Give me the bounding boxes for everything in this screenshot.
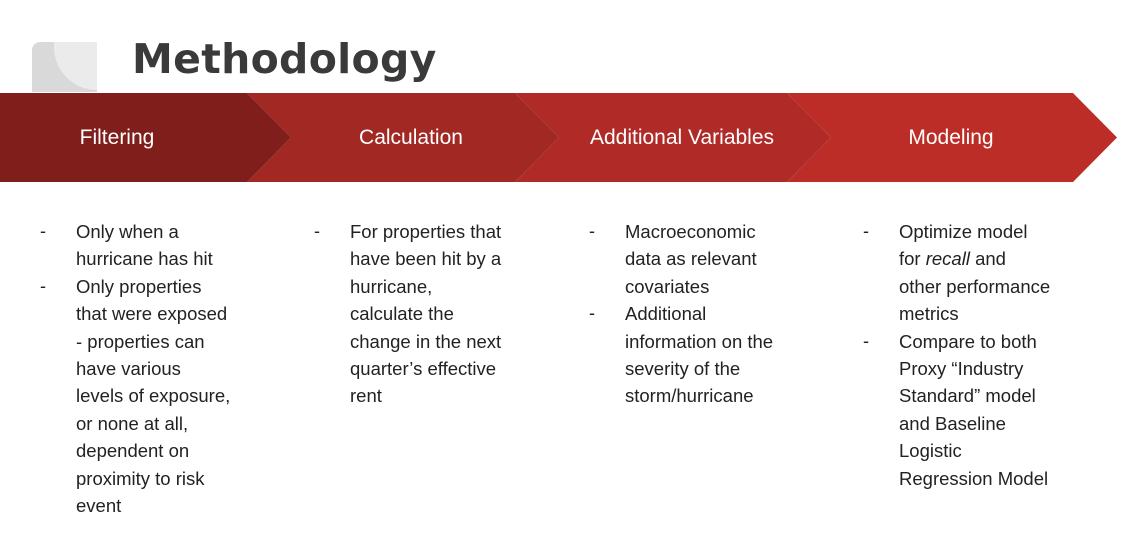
bullet-line: hurricane, bbox=[350, 275, 433, 297]
bullet-text: For properties that have been hit by a hur… bbox=[350, 218, 529, 410]
column-modeling: - Optimize model for recall and other perfo… bbox=[863, 218, 1078, 492]
bullet-line: Standard” model bbox=[899, 385, 1036, 407]
bullet-line: dependent on bbox=[76, 440, 190, 462]
arrow-step-1 bbox=[0, 93, 291, 182]
bullet-line: calculate the bbox=[350, 303, 454, 325]
bullet-line: storm/hurricane bbox=[625, 385, 754, 407]
bullet-line: change in the next bbox=[350, 330, 502, 352]
bullet-line: hurricane has hit bbox=[76, 248, 213, 270]
arrow-step-2 bbox=[247, 93, 559, 182]
bullet-line: Macroeconomic bbox=[625, 221, 756, 242]
bullet-line: have various bbox=[76, 358, 181, 380]
bullet-line: Additional bbox=[625, 303, 707, 325]
process-arrows bbox=[0, 93, 1117, 182]
step-label-additional-variables: Additional Variables bbox=[589, 126, 775, 149]
column-additional-variables: - Macroeconomic data as relevant covariates… bbox=[589, 218, 804, 410]
bullet-dash: - bbox=[863, 221, 869, 241]
bullet-line: Compare to both bbox=[899, 330, 1037, 352]
arrow-step-4 bbox=[787, 93, 1117, 182]
column-filtering: - Only when a hurricane has hit - Only prope… bbox=[40, 218, 255, 519]
bullet-line: rent bbox=[350, 385, 382, 407]
arrow-step-3 bbox=[515, 93, 831, 182]
bullet-text: Macroeconomic data as relevant covariates bbox=[625, 218, 804, 300]
bullet-line: quarter’s effective bbox=[350, 358, 497, 380]
bullet-line: severity of the bbox=[625, 358, 741, 380]
bullet-line: metrics bbox=[899, 303, 959, 325]
bullet-line: Only when a bbox=[76, 221, 179, 242]
bullet-line: levels of exposure, bbox=[76, 385, 231, 407]
bullet-line: Optimize model bbox=[899, 221, 1028, 242]
column-calculation: - For properties that have been hit by a hu… bbox=[314, 218, 529, 410]
bullet-line: Only properties bbox=[76, 275, 202, 297]
bullet-line: information on the bbox=[625, 330, 774, 352]
bullet-text: Additional information on the severity of … bbox=[625, 300, 804, 410]
bullet-line: and Baseline bbox=[899, 412, 1006, 434]
bullet-item: - For properties that have been hit by a hu… bbox=[314, 218, 529, 410]
bullet-text: Only properties that were exposed - proper… bbox=[76, 273, 255, 520]
bullet-item: - Optimize model for recall and other perfo… bbox=[863, 218, 1078, 328]
bullet-line: - properties can bbox=[76, 330, 205, 352]
bullet-dash: - bbox=[589, 221, 595, 241]
bullet-line: Regression Model bbox=[899, 467, 1049, 489]
bullet-line: covariates bbox=[625, 275, 710, 297]
bullet-dash: - bbox=[40, 221, 46, 241]
bullet-line: Proxy “Industry bbox=[899, 358, 1024, 380]
step-label-modeling: Modeling bbox=[908, 126, 994, 149]
bullet-line: For properties that bbox=[350, 221, 502, 242]
step-label-filtering: Filtering bbox=[79, 126, 155, 149]
bullet-line: proximity to risk bbox=[76, 467, 205, 489]
bullet-line: or none at all, bbox=[76, 412, 189, 434]
bullet-line: Logistic bbox=[899, 440, 962, 462]
bullet-dash: - bbox=[863, 330, 869, 351]
bullet-line: data as relevant bbox=[625, 248, 757, 270]
bullet-item: - Additional information on the severity of… bbox=[589, 300, 804, 410]
title-decoration bbox=[32, 42, 97, 92]
bullet-text: Optimize model for recall and other perfor… bbox=[899, 218, 1078, 328]
bullet-dash: - bbox=[314, 221, 320, 241]
bullet-line: for recall and bbox=[899, 248, 1006, 270]
bullet-line: other performance bbox=[899, 275, 1051, 297]
bullet-line: have been hit by a bbox=[350, 248, 502, 270]
bullet-line: that were exposed bbox=[76, 303, 228, 325]
bullet-dash: - bbox=[589, 303, 595, 324]
bullet-item: - Macroeconomic data as relevant covariates bbox=[589, 218, 804, 300]
bullet-dash: - bbox=[40, 275, 46, 296]
bullet-item: - Only properties that were exposed - prope… bbox=[40, 273, 255, 520]
bullet-text: Only when a hurricane has hit bbox=[76, 218, 255, 273]
bullet-item: - Only when a hurricane has hit bbox=[40, 218, 255, 273]
step-label-calculation: Calculation bbox=[359, 126, 463, 149]
page-title: Methodology bbox=[132, 35, 437, 83]
bullet-line: event bbox=[76, 495, 122, 517]
